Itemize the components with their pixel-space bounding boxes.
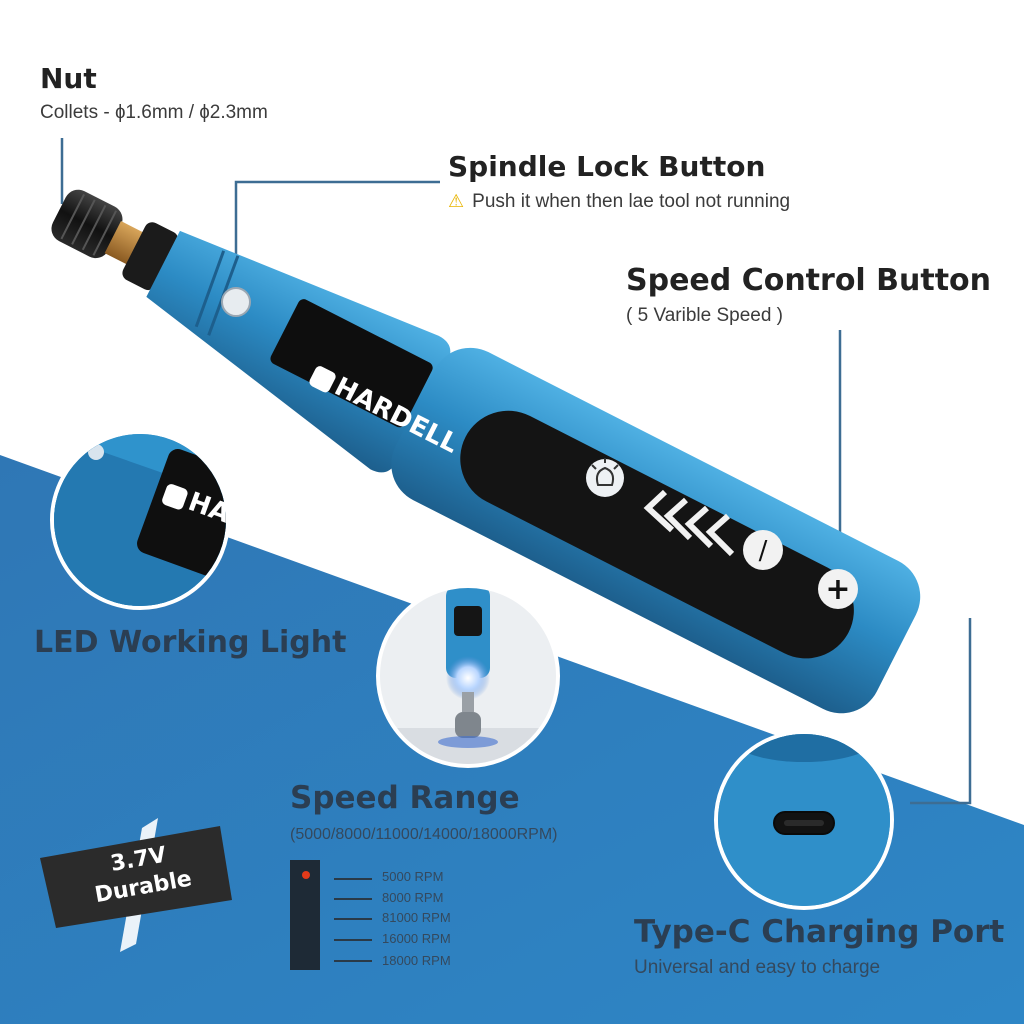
speed-indicator [290, 860, 372, 970]
spindle-lock-button [221, 287, 251, 317]
speed-level-1: 5000 RPM [382, 869, 444, 884]
speed-control-title: Speed Control Button [626, 263, 992, 298]
speed-level-3: 81000 RPM [382, 910, 451, 925]
rotary-tool [51, 189, 921, 714]
speed-level-2: 8000 RPM [382, 890, 444, 905]
minus-button-icon: / [743, 530, 783, 570]
light-icon [586, 458, 624, 497]
led-light-circle [376, 584, 560, 768]
warning-triangle-icon: ⚠ [448, 191, 465, 211]
svg-text:/: / [759, 536, 768, 566]
battery-badge [40, 818, 232, 952]
led-light-title: LED Working Light [34, 625, 347, 660]
brand-label [270, 299, 433, 428]
speed-level-5: 18000 RPM [382, 953, 451, 968]
nut-title: Nut [40, 62, 97, 95]
led-zoom-circle [50, 430, 230, 610]
speed-level-4: 16000 RPM [382, 931, 451, 946]
brass-collar [104, 221, 145, 265]
spindle-lock-title: Spindle Lock Button [448, 150, 766, 183]
speed-control-subtitle: ( 5 Varible Speed ) [626, 305, 784, 326]
type-c-title: Type-C Charging Port [634, 914, 1005, 950]
type-c-subtitle: Universal and easy to charge [634, 957, 881, 978]
control-panel [460, 410, 854, 659]
speed-range-subtitle: (5000/8000/11000/14000/18000RPM) [290, 826, 558, 843]
nut-subtitle: Collets - ɸ1.6mm / ɸ2.3mm [40, 102, 268, 123]
speed-chevrons-icon [643, 489, 735, 557]
svg-text:+: + [825, 572, 850, 607]
plus-button-icon: + [818, 569, 858, 609]
spindle-lock-subtitle: ⚠Push it when then lae tool not running [448, 191, 791, 212]
type-c-port-circle [714, 730, 894, 910]
speed-range-title: Speed Range [290, 780, 520, 816]
